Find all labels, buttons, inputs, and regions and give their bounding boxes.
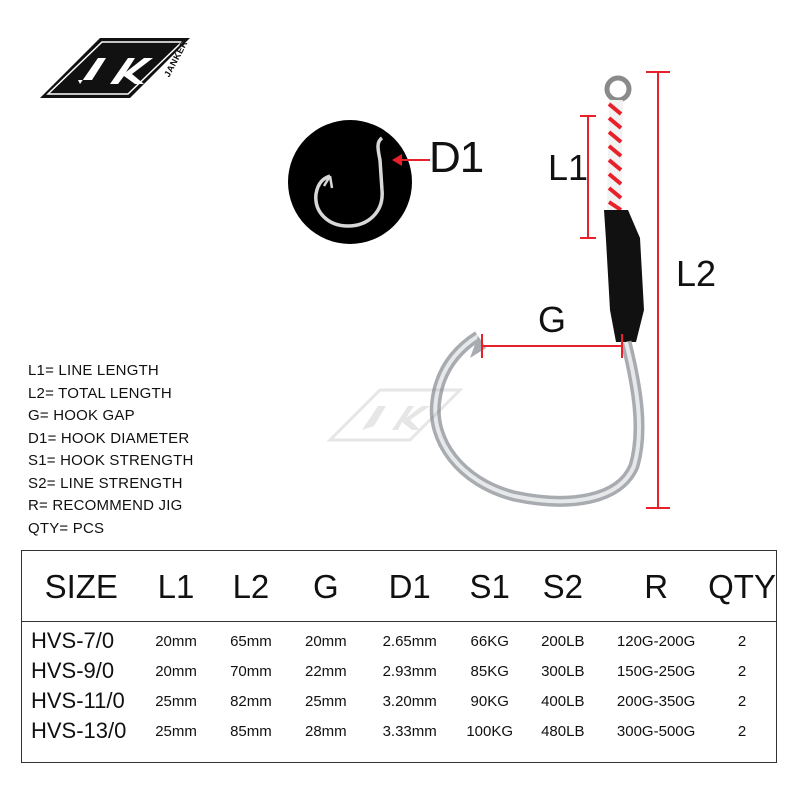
- legend-item: L1= LINE LENGTH: [28, 362, 159, 379]
- cell-s1: 90KG: [470, 692, 509, 710]
- header-s1: S1: [469, 567, 510, 605]
- braided-line: [607, 99, 623, 212]
- cell-l2: 82mm: [230, 692, 272, 710]
- cell-d1: 3.33mm: [382, 722, 437, 740]
- header-size: SIZE: [44, 567, 118, 605]
- cell-l1: 20mm: [155, 632, 197, 650]
- cell-l1: 25mm: [155, 722, 197, 740]
- cell-size: HVS-7/0: [31, 628, 115, 653]
- legend-item: G= HOOK GAP: [28, 407, 135, 424]
- d1-label: D1: [429, 133, 484, 182]
- cell-l1: 20mm: [155, 662, 197, 680]
- legend-item: S1= HOOK STRENGTH: [28, 452, 194, 469]
- g-label: G: [538, 299, 567, 340]
- cell-qty: 2: [737, 632, 747, 650]
- hook-point: [470, 336, 486, 358]
- assist-hook-diagram: [326, 71, 670, 509]
- legend-item: QTY= PCS: [28, 519, 105, 537]
- cell-d1: 2.65mm: [382, 632, 437, 650]
- cell-r: 300G-500G: [616, 722, 696, 740]
- hook-eye-closeup-icon: [314, 136, 384, 228]
- cell-g: 28mm: [305, 722, 347, 740]
- jk-logo-mark: [40, 38, 190, 98]
- l1-label: L1: [548, 147, 589, 188]
- cell-s1: 66KG: [470, 632, 509, 650]
- header-l1: L1: [157, 567, 195, 605]
- cell-qty: 2: [737, 722, 747, 740]
- cell-l2: 70mm: [230, 662, 272, 680]
- header-r: R: [644, 567, 669, 605]
- cell-size: HVS-9/0: [31, 658, 115, 683]
- spec-table: SIZE L1 L2 G D1 S1 S2 R QTY HVS-7/0 20mm…: [22, 551, 776, 746]
- cell-g: 25mm: [305, 692, 347, 710]
- cell-d1: 2.93mm: [382, 662, 437, 680]
- hook-body: [429, 331, 645, 507]
- abbreviation-legend: L1= LINE LENGTH L2= TOTAL LENGTH G= HOOK…: [28, 360, 194, 540]
- l1-dimension: [580, 115, 596, 239]
- cell-s2: 200LB: [541, 632, 585, 650]
- legend-item: R= RECOMMEND JIG: [28, 497, 183, 514]
- brand-logo: JANKER: [40, 36, 190, 106]
- cell-g: 22mm: [305, 662, 347, 680]
- table-row: HVS-9/0 20mm 70mm 22mm 2.93mm 85KG 300LB…: [22, 656, 776, 686]
- cell-s2: 480LB: [541, 722, 585, 740]
- g-dimension: [481, 334, 623, 358]
- shrink-tube: [604, 210, 644, 342]
- header-l2: L2: [232, 567, 270, 605]
- table-row: HVS-13/0 25mm 85mm 28mm 3.33mm 100KG 480…: [22, 716, 776, 746]
- cell-size: HVS-11/0: [31, 688, 125, 713]
- cell-s2: 400LB: [541, 692, 585, 710]
- cell-s1: 100KG: [466, 722, 514, 740]
- d1-pointer-arrow: [392, 154, 430, 166]
- cell-d1: 3.20mm: [382, 692, 437, 710]
- cell-l1: 25mm: [155, 692, 197, 710]
- cell-qty: 2: [737, 692, 747, 710]
- table-row: HVS-7/0 20mm 65mm 20mm 2.65mm 66KG 200LB…: [22, 626, 776, 656]
- split-ring-icon: [604, 75, 632, 103]
- watermark-logo: [326, 388, 464, 442]
- cell-r: 150G-250G: [616, 662, 696, 680]
- l2-dimension: [646, 71, 670, 509]
- header-d1: D1: [388, 567, 431, 605]
- header-s2: S2: [542, 567, 583, 605]
- legend-item: L2= TOTAL LENGTH: [28, 384, 172, 402]
- cell-r: 120G-200G: [616, 632, 696, 650]
- l2-label: L2: [676, 253, 717, 294]
- legend-item: S2= LINE STRENGTH: [28, 474, 183, 492]
- table-header-divider: [21, 621, 777, 622]
- cell-qty: 2: [737, 662, 747, 680]
- cell-l2: 85mm: [230, 722, 272, 740]
- header-g: G: [313, 567, 339, 605]
- hook-detail-inset: [288, 120, 412, 244]
- cell-s1: 85KG: [470, 662, 509, 680]
- legend-item: D1= HOOK DIAMETER: [28, 429, 190, 447]
- table-header-row: SIZE L1 L2 G D1 S1 S2 R QTY: [22, 551, 776, 622]
- spec-table-frame: SIZE L1 L2 G D1 S1 S2 R QTY HVS-7/0 20mm…: [21, 550, 777, 763]
- table-row: HVS-11/0 25mm 82mm 25mm 3.20mm 90KG 400L…: [22, 686, 776, 716]
- cell-s2: 300LB: [541, 662, 585, 680]
- header-qty: QTY: [708, 567, 776, 605]
- cell-l2: 65mm: [230, 632, 272, 650]
- cell-size: HVS-13/0: [31, 718, 127, 743]
- cell-r: 200G-350G: [616, 692, 696, 710]
- cell-g: 20mm: [305, 632, 347, 650]
